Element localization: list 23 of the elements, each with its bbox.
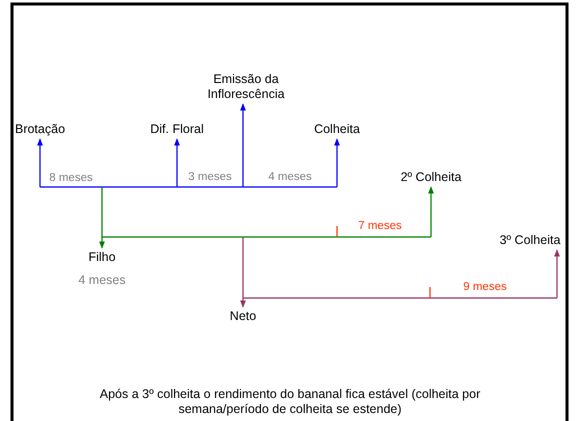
arrow xyxy=(428,186,434,237)
arrow xyxy=(99,187,105,249)
event-label: Dif. Floral xyxy=(142,122,212,137)
event-label: Neto xyxy=(223,309,263,324)
event-label: Filho xyxy=(82,250,122,265)
arrow xyxy=(240,237,246,308)
event-label: Emissão da Inflorescência xyxy=(191,72,301,102)
arrow xyxy=(554,249,560,298)
duration-label: 3 meses xyxy=(187,170,233,185)
arrow xyxy=(174,138,180,187)
duration-label: 8 meses xyxy=(48,171,94,186)
event-label: Colheita xyxy=(307,122,367,137)
arrow xyxy=(37,138,43,187)
duration-label: 9 meses xyxy=(462,280,508,295)
arrow xyxy=(334,138,340,187)
duration-label: 7 meses xyxy=(357,219,403,234)
event-label: 2º Colheita xyxy=(391,170,471,185)
arrow xyxy=(240,103,246,187)
duration-label: 4 meses xyxy=(77,273,127,288)
duration-label: 4 meses xyxy=(267,170,313,185)
event-label: Brotação xyxy=(5,122,75,137)
event-label: 3º Colheita xyxy=(490,233,570,248)
caption: Após a 3º colheita o rendimento do bananal fica estável (colheita por semana/período de colheita se estende) xyxy=(98,387,482,417)
